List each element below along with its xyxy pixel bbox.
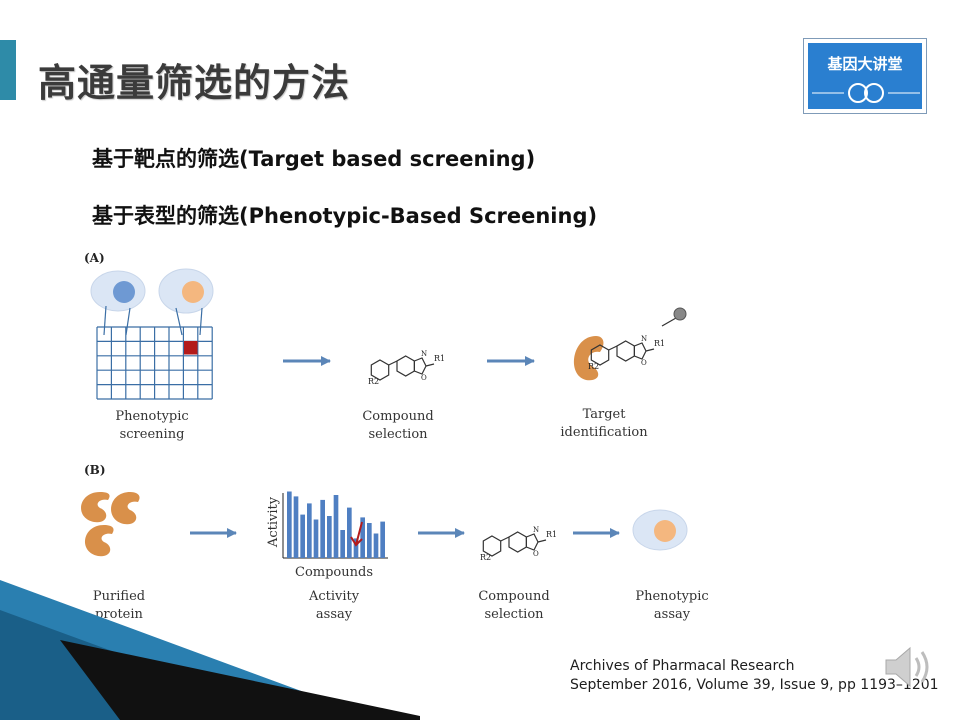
phenotypic-cell-nucleus-icon: [654, 520, 676, 542]
molecule-r1-label: R1: [546, 530, 557, 539]
chart-y-label: Activity: [266, 496, 281, 548]
logo-mark-icon: [812, 83, 920, 103]
step-activity-assay-line1: Activity: [308, 589, 360, 604]
step-phenotypic-screening-line2: screening: [120, 427, 185, 442]
cell-connector-lines: [103, 305, 203, 336]
molecule-n-label: N: [421, 350, 427, 358]
logo: 基因大讲堂: [803, 38, 927, 114]
molecule-r1-label: R1: [434, 354, 445, 363]
chart-bar: [333, 495, 339, 558]
chart-bar: [340, 530, 345, 558]
decor-wedge-black: [60, 640, 420, 720]
molecule-r2-label: R2: [368, 377, 379, 386]
purified-protein-icon-2: [111, 492, 140, 525]
step-purified-protein-line1: Purified: [93, 589, 145, 604]
target-protein-icon: [573, 336, 604, 381]
chart-bars: [287, 491, 385, 558]
cell-orange-nucleus-icon: [182, 281, 204, 303]
chart-bar: [347, 507, 352, 558]
logo-text: 基因大讲堂: [827, 55, 903, 73]
molecule-n-label: N: [641, 335, 647, 343]
panel-b-label: (B): [84, 463, 106, 477]
chart-bar: [307, 503, 312, 558]
chart-bar: [373, 533, 379, 558]
molecule-o-label: O: [533, 550, 539, 558]
purified-protein-icon-1: [81, 492, 110, 523]
reference-journal: Archives of Pharmacal Research: [570, 658, 795, 674]
activity-bar-chart: Activity Compounds: [266, 491, 388, 580]
well-plate-grid: [96, 326, 213, 400]
chart-bar: [300, 514, 305, 558]
step-compound-selection-a-line2: selection: [368, 427, 428, 442]
bullet-target-based: 基于靶点的筛选(Target based screening): [92, 147, 536, 171]
molecule-r2-label: R2: [588, 362, 599, 371]
molecule-r1-label: R1: [654, 339, 665, 348]
molecule-r2-label: R2: [480, 553, 491, 562]
chart-bar: [380, 521, 385, 558]
step-target-identification-line1: Target: [583, 407, 627, 422]
logo-panel: 基因大讲堂: [808, 43, 922, 109]
step-compound-selection-a-line1: Compound: [362, 409, 433, 424]
molecule-o-label: O: [421, 374, 427, 382]
chart-bar: [327, 516, 332, 558]
chart-bar: [360, 517, 365, 558]
step-compound-selection-b-line1: Compound: [478, 589, 549, 604]
chart-bar: [320, 499, 325, 558]
step-purified-protein-line2: protein: [95, 607, 143, 622]
hit-well: [184, 341, 198, 355]
molecule-n-label: N: [533, 526, 539, 534]
compound-molecule-target: R1 R2 N O: [588, 335, 665, 371]
step-activity-assay-line2: assay: [316, 607, 353, 622]
panel-a-label: (A): [84, 251, 105, 265]
speaker-icon[interactable]: [880, 642, 940, 692]
molecule-o-label: O: [641, 359, 647, 367]
compound-molecule-b: R1 R2 N O: [480, 526, 557, 562]
compound-molecule-a: R1 R2 N O: [368, 350, 445, 386]
tag-linker: [661, 317, 677, 327]
reference-details: September 2016, Volume 39, Issue 9, pp 1…: [570, 677, 939, 693]
chart-bar: [293, 496, 299, 558]
tag-bead-icon: [673, 307, 687, 321]
step-compound-selection-b-line2: selection: [484, 607, 544, 622]
slide-title: 高通量筛选的方法: [38, 61, 351, 105]
hit-indicator-arrow: [350, 521, 363, 547]
cell-blue-nucleus-icon: [113, 281, 135, 303]
chart-x-label: Compounds: [295, 565, 373, 580]
chart-bar: [353, 538, 359, 558]
chart-bar: [287, 491, 292, 558]
chart-bar: [313, 519, 319, 558]
step-phenotypic-screening-line1: Phenotypic: [115, 409, 188, 424]
purified-protein-icon-3: [85, 525, 114, 557]
title-accent-bar: [0, 40, 16, 100]
bullet-phenotypic-based: 基于表型的筛选(Phenotypic-Based Screening): [92, 204, 598, 228]
chart-bar: [367, 523, 372, 558]
step-phenotypic-assay-line1: Phenotypic: [635, 589, 708, 604]
step-target-identification-line2: identification: [560, 425, 648, 440]
step-phenotypic-assay-line2: assay: [654, 607, 691, 622]
